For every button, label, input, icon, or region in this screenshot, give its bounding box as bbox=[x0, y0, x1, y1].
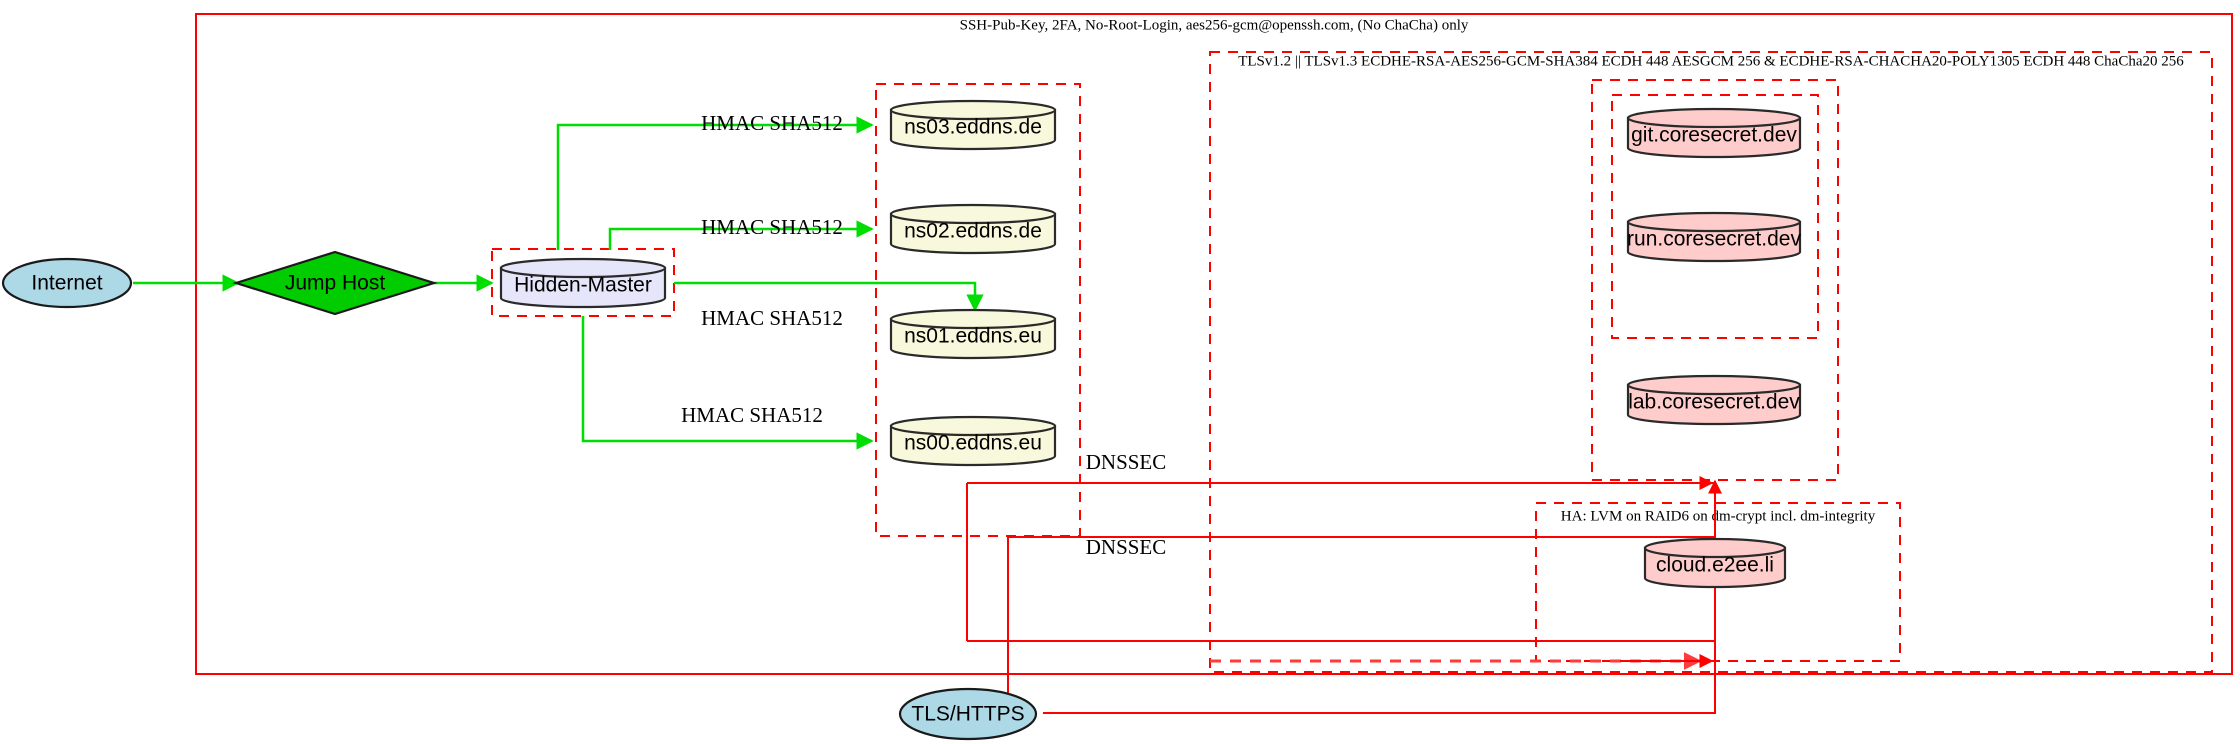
cluster-coresecret-inner bbox=[1611, 94, 1819, 339]
node-internet[interactable]: Internet bbox=[1, 257, 133, 309]
edge-label-dnssec-upper: DNSSEC bbox=[1086, 450, 1167, 474]
node-cloud-e2ee-label: cloud.e2ee.li bbox=[1656, 554, 1774, 577]
node-git-coresecret-label: git.coresecret.dev bbox=[1631, 124, 1797, 147]
cluster-ssh-label: SSH-Pub-Key, 2FA, No-Root-Login, aes256-… bbox=[960, 17, 1469, 33]
cluster-ha-label: HA: LVM on RAID6 on dm-crypt incl. dm-in… bbox=[1561, 508, 1876, 524]
node-ns01-label: ns01.eddns.eu bbox=[904, 325, 1042, 348]
node-run-coresecret[interactable]: run.coresecret.dev bbox=[1626, 211, 1801, 263]
node-ns00[interactable]: ns00.eddns.eu bbox=[889, 415, 1057, 467]
node-jump-host[interactable]: Jump Host bbox=[232, 250, 438, 316]
edge-hiddenmaster-to-ns02 bbox=[608, 220, 874, 250]
node-ns01[interactable]: ns01.eddns.eu bbox=[889, 308, 1057, 360]
node-hidden-master[interactable]: Hidden-Master bbox=[499, 257, 667, 309]
node-hidden-master-label: Hidden-Master bbox=[514, 274, 652, 297]
node-internet-label: Internet bbox=[31, 272, 102, 295]
node-ns02[interactable]: ns02.eddns.de bbox=[889, 203, 1057, 255]
cluster-tls-label: TLSv1.2 || TLSv1.3 ECDHE-RSA-AES256-GCM-… bbox=[1238, 53, 2184, 69]
node-ns02-label: ns02.eddns.de bbox=[904, 220, 1042, 243]
edge-hiddenmaster-to-ns03 bbox=[556, 116, 874, 250]
node-tls-https[interactable]: TLS/HTTPS bbox=[898, 687, 1038, 741]
edge-label-dnssec-lower: DNSSEC bbox=[1086, 535, 1167, 559]
cluster-dns-servers bbox=[875, 83, 1081, 537]
node-tls-https-label: TLS/HTTPS bbox=[911, 703, 1024, 726]
node-lab-coresecret[interactable]: lab.coresecret.dev bbox=[1626, 374, 1802, 426]
node-run-coresecret-label: run.coresecret.dev bbox=[1627, 228, 1801, 251]
cluster-hidden-master bbox=[491, 248, 675, 317]
node-lab-coresecret-label: lab.coresecret.dev bbox=[1628, 391, 1800, 414]
edge-label-hmac-ns00: HMAC SHA512 bbox=[681, 403, 823, 427]
node-ns00-label: ns00.eddns.eu bbox=[904, 432, 1042, 455]
edge-label-hmac-ns01: HMAC SHA512 bbox=[701, 306, 843, 330]
node-git-coresecret[interactable]: git.coresecret.dev bbox=[1626, 107, 1802, 159]
node-ns03[interactable]: ns03.eddns.de bbox=[889, 99, 1057, 151]
edge-hiddenmaster-to-ns00 bbox=[581, 316, 874, 450]
edge-hiddenmaster-to-ns01 bbox=[674, 281, 984, 312]
edge-label-hmac-ns02: HMAC SHA512 bbox=[701, 215, 843, 239]
edge-label-hmac-ns03: HMAC SHA512 bbox=[701, 111, 843, 135]
node-ns03-label: ns03.eddns.de bbox=[904, 116, 1042, 139]
cluster-ssh-boundary bbox=[195, 13, 2233, 675]
cluster-tls-boundary bbox=[1209, 51, 2213, 673]
node-jump-host-label: Jump Host bbox=[285, 272, 386, 295]
cluster-ha-boundary bbox=[1535, 502, 1901, 662]
node-cloud-e2ee[interactable]: cloud.e2ee.li bbox=[1643, 537, 1787, 589]
